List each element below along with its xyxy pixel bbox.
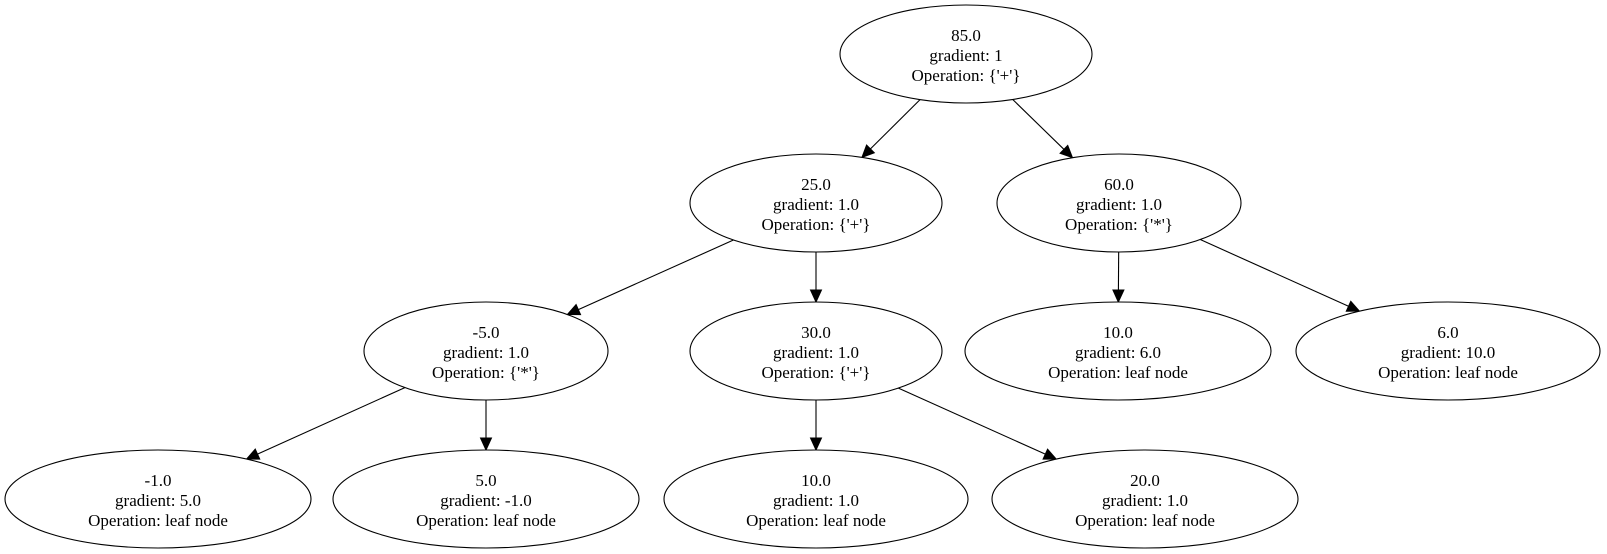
edge-line: [898, 387, 1046, 455]
node-operation: Operation: leaf node: [746, 511, 886, 530]
arrowhead-icon: [861, 144, 876, 159]
arrowhead-icon: [1112, 289, 1125, 304]
node-gradient: gradient: 6.0: [1075, 343, 1161, 362]
node-ellipse: [996, 153, 1242, 253]
node-operation: Operation: {'+'}: [912, 66, 1021, 85]
node-value: 10.0: [1103, 323, 1133, 342]
node-operation: Operation: {'*'}: [1065, 215, 1173, 234]
node-operation: Operation: leaf node: [1048, 363, 1188, 382]
node-value: 60.0: [1104, 175, 1134, 194]
node-gradient: gradient: 1.0: [443, 343, 529, 362]
node-ellipse: [964, 301, 1272, 401]
node-operation: Operation: {'*'}: [432, 363, 540, 382]
edge-n85-to-n25: [861, 99, 921, 159]
node-gradient: gradient: 1.0: [773, 491, 859, 510]
edge-line: [578, 239, 734, 311]
node-gradient: gradient: 1.0: [773, 343, 859, 362]
node-ellipse: [363, 301, 609, 401]
edge-nm5-to-n5: [479, 400, 493, 452]
node-operation: Operation: leaf node: [416, 511, 556, 530]
node-ellipse: [332, 449, 640, 549]
node-value: 30.0: [801, 323, 831, 342]
node-ellipse: [663, 449, 969, 549]
edge-n30-to-n10b: [809, 400, 823, 452]
edge-n30-to-n20: [898, 387, 1058, 460]
node-ellipse: [1295, 301, 1601, 401]
edge-n25-to-n30: [809, 252, 823, 304]
arrowhead-icon: [1042, 448, 1058, 460]
arrowhead-icon: [809, 289, 823, 304]
node-value: -5.0: [473, 323, 500, 342]
edge-n60-to-n6: [1200, 239, 1361, 312]
node-gradient: gradient: 5.0: [115, 491, 201, 510]
node-value: 85.0: [951, 26, 981, 45]
node-gradient: gradient: 1.0: [1102, 491, 1188, 510]
edge-line: [257, 387, 406, 455]
arrowhead-icon: [479, 437, 493, 452]
node-gradient: gradient: 1: [929, 46, 1002, 65]
edges-layer: [245, 99, 1361, 460]
edge-nm5-to-nm1: [245, 387, 406, 460]
node-value: 6.0: [1437, 323, 1458, 342]
edge-line: [1200, 239, 1349, 307]
node-ellipse: [689, 301, 943, 401]
node-ellipse: [689, 153, 943, 253]
node-operation: Operation: {'+'}: [762, 363, 871, 382]
edge-n60-to-n10a: [1112, 251, 1125, 304]
node-ellipse: [991, 449, 1299, 549]
arrowhead-icon: [1345, 300, 1361, 312]
node-gradient: gradient: 10.0: [1401, 343, 1495, 362]
edge-line: [870, 99, 921, 150]
node-value: 20.0: [1130, 471, 1160, 490]
node-value: 10.0: [801, 471, 831, 490]
node-operation: Operation: leaf node: [1378, 363, 1518, 382]
node-value: 25.0: [801, 175, 831, 194]
node-ellipse: [4, 449, 312, 549]
node-operation: Operation: {'+'}: [762, 215, 871, 234]
node-operation: Operation: leaf node: [88, 511, 228, 530]
node-gradient: gradient: 1.0: [773, 195, 859, 214]
node-gradient: gradient: -1.0: [440, 491, 532, 510]
arrowhead-icon: [809, 437, 823, 452]
edge-n85-to-n60: [1012, 99, 1074, 159]
node-gradient: gradient: 1.0: [1076, 195, 1162, 214]
node-value: 5.0: [475, 471, 496, 490]
arrowhead-icon: [566, 303, 582, 316]
arrowhead-icon: [245, 448, 261, 460]
node-operation: Operation: leaf node: [1075, 511, 1215, 530]
edge-line: [1012, 99, 1065, 150]
node-value: -1.0: [145, 471, 172, 490]
node-ellipse: [839, 4, 1093, 104]
arrowhead-icon: [1059, 144, 1074, 159]
edge-n25-to-nm5: [566, 239, 734, 316]
